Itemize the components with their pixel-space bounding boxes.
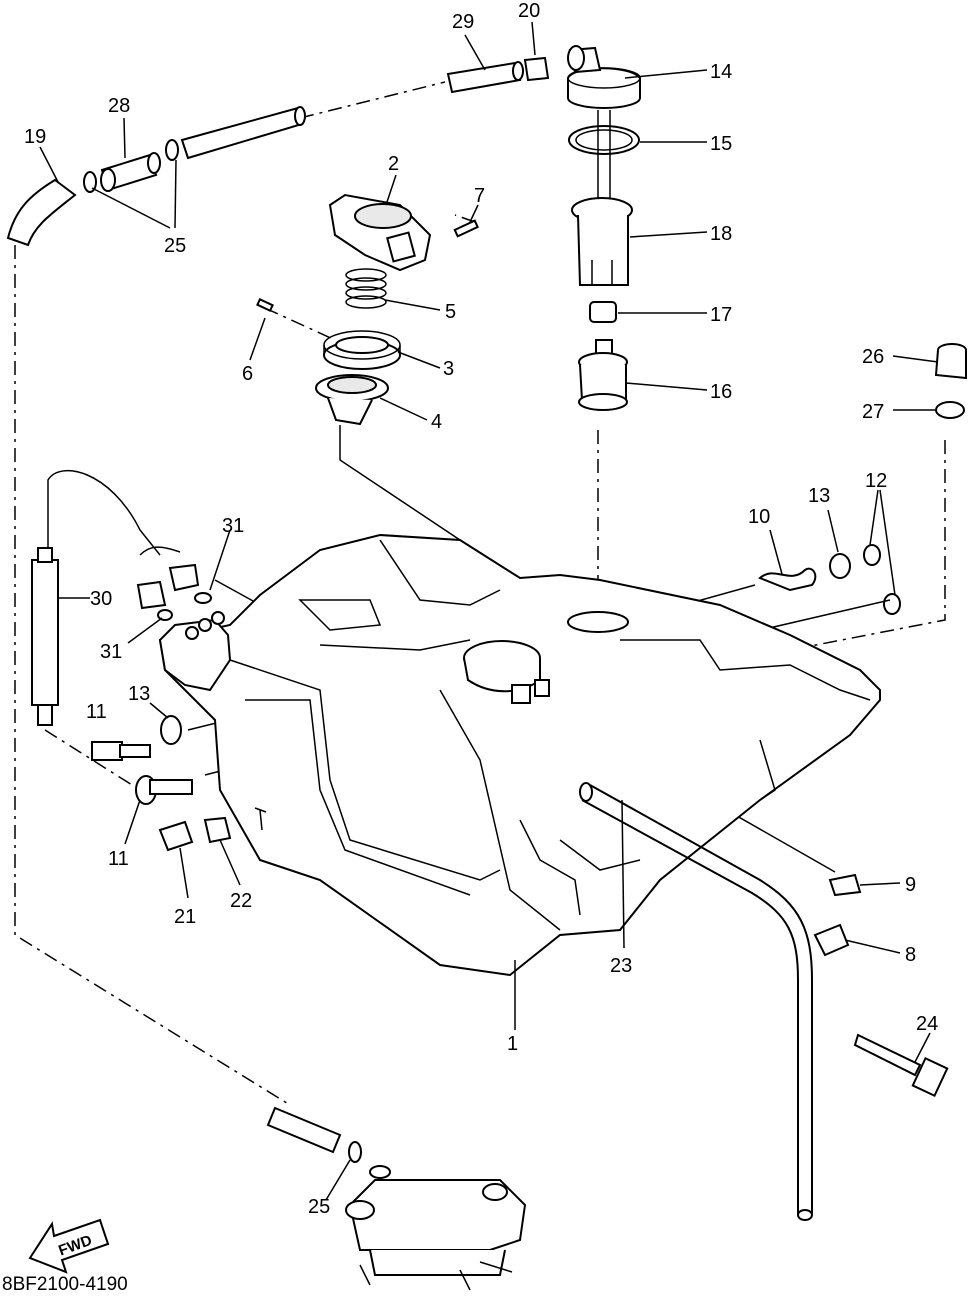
hose-long-top	[180, 106, 306, 160]
callout-11-a: 11	[86, 701, 107, 723]
callout-7: 7	[474, 185, 485, 207]
callout-18: 18	[710, 223, 732, 245]
callout-19: 19	[24, 126, 46, 148]
fwd-arrow-icon: FWD	[28, 1218, 110, 1274]
gauge-cap	[567, 45, 641, 109]
ring-31-a	[194, 592, 212, 604]
leader-lines	[39, 21, 939, 1201]
gauge-float	[578, 339, 628, 411]
clamp-31-b	[136, 580, 167, 610]
callout-26: 26	[862, 346, 884, 368]
clip-25-c	[348, 1141, 362, 1163]
callout-4: 4	[431, 411, 442, 433]
callout-25-b: 25	[308, 1196, 330, 1218]
clip-12-a	[863, 544, 881, 566]
cap-spring	[345, 268, 387, 309]
callout-8: 8	[905, 944, 916, 966]
pin-6	[256, 297, 274, 313]
callout-25-a: 25	[164, 235, 186, 257]
callout-11-b: 11	[108, 848, 129, 870]
grommet-26	[934, 343, 967, 380]
spring-10	[758, 567, 817, 592]
clip-25-a	[83, 171, 97, 193]
callout-16: 16	[710, 381, 732, 403]
callout-31-b: 31	[100, 641, 122, 663]
gauge-gasket	[568, 125, 640, 155]
callout-10: 10	[748, 506, 770, 528]
vent-tube-30	[31, 547, 59, 726]
callout-14: 14	[710, 61, 732, 83]
callout-27: 27	[862, 401, 884, 423]
hose-bottom	[266, 1106, 342, 1154]
callout-12: 12	[865, 470, 887, 492]
fuel-pump	[345, 1165, 527, 1291]
band-24	[853, 1033, 949, 1097]
callout-2: 2	[388, 153, 399, 175]
clip-25-b	[165, 139, 179, 161]
callout-15: 15	[710, 133, 732, 155]
ring-31-b	[157, 609, 173, 621]
filler-neck	[315, 374, 389, 426]
callout-29: 29	[452, 11, 474, 33]
callout-3: 3	[443, 358, 454, 380]
float-clip	[589, 301, 617, 323]
callout-20: 20	[518, 0, 540, 22]
callout-22: 22	[230, 890, 252, 912]
clip-12-b	[883, 593, 901, 615]
callout-labels: 1 2 3 4 5 6 7 8 9 10 11 11 12 13 13 14 1…	[24, 0, 938, 1218]
filler-cap	[328, 193, 432, 272]
gauge-housing	[571, 197, 633, 286]
callout-13-b: 13	[808, 485, 830, 507]
callout-5: 5	[445, 301, 456, 323]
callout-30: 30	[90, 588, 112, 610]
bolt-11-b	[135, 775, 193, 805]
callout-31-a: 31	[222, 515, 244, 537]
callout-28: 28	[108, 95, 130, 117]
clamp-8	[813, 923, 850, 957]
filler-ring	[323, 330, 401, 370]
callout-6: 6	[242, 363, 253, 385]
callout-23: 23	[610, 955, 632, 977]
drawing-code: 8BF2100-4190	[2, 1274, 128, 1295]
washer-13-a	[160, 715, 182, 745]
callout-21: 21	[174, 906, 196, 928]
callout-1: 1	[507, 1033, 518, 1055]
callout-9: 9	[905, 874, 916, 896]
callout-13-a: 13	[128, 683, 150, 705]
bolt-11-a	[91, 741, 151, 761]
breather-hose-29	[446, 61, 524, 94]
hose-joint-28	[100, 152, 161, 192]
callout-24: 24	[916, 1013, 938, 1035]
clamp-20	[523, 56, 550, 82]
clamp-31-a	[168, 563, 200, 592]
hose-21	[158, 820, 194, 852]
washer-27	[935, 401, 965, 419]
drain-hose-23	[579, 782, 813, 1221]
spring-9	[828, 873, 862, 897]
callout-17: 17	[710, 304, 732, 326]
fuel-tank	[158, 533, 881, 977]
clip-22	[203, 816, 232, 844]
pin-7	[453, 219, 479, 238]
elbow-hose-19	[6, 178, 77, 247]
washer-13-b	[829, 553, 851, 579]
